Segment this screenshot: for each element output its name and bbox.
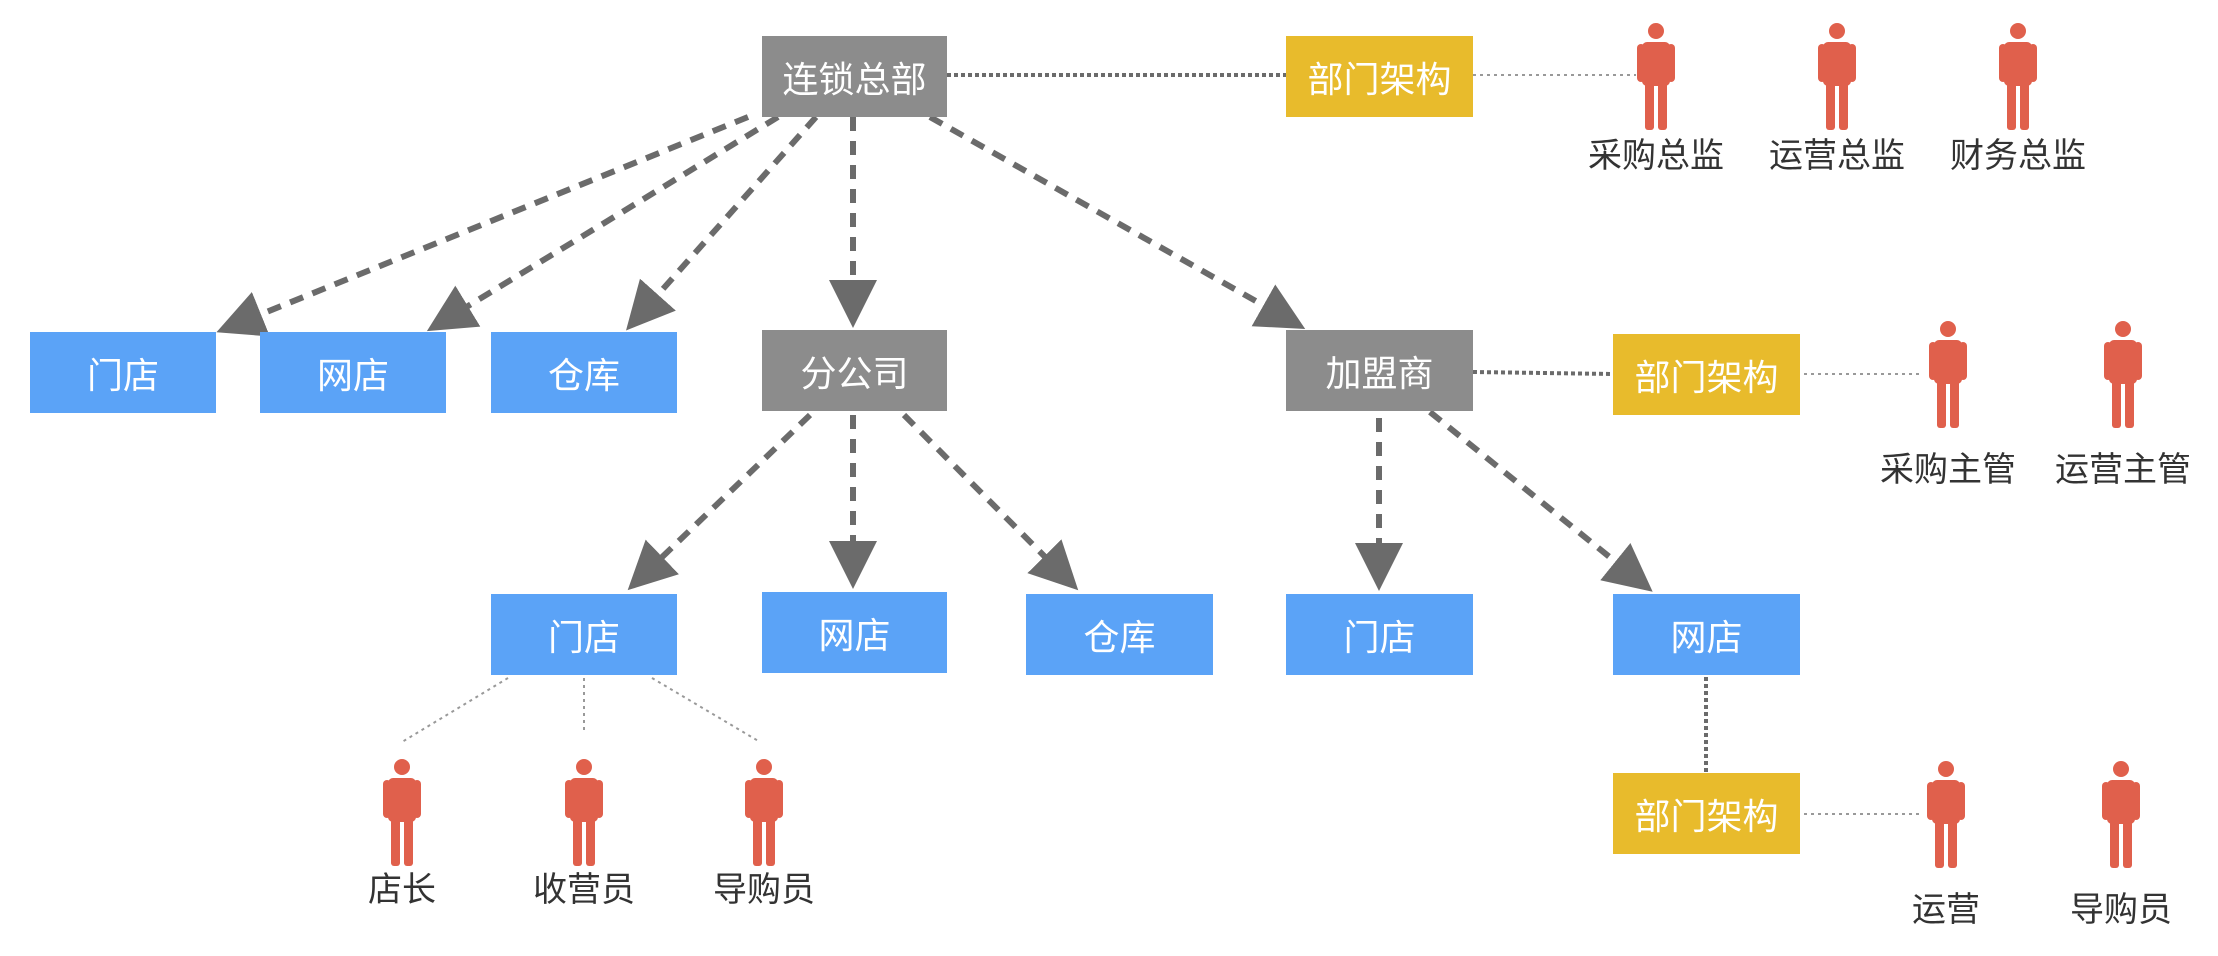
person-label: 财务总监 xyxy=(1950,136,2086,176)
edge-franchise-dept xyxy=(1472,370,1614,376)
person-icon xyxy=(1637,23,1675,130)
hq-online-store-node: 网店 xyxy=(260,332,446,413)
hq-store-node: 门店 xyxy=(30,332,216,413)
person-icon xyxy=(565,759,603,866)
franchise-department-node: 部门架构 xyxy=(1613,334,1800,415)
edge-branch-warehouse xyxy=(901,412,1079,591)
person-label: 运营 xyxy=(1912,890,1980,930)
person-icon xyxy=(745,759,783,866)
person-label: 导购员 xyxy=(713,870,815,910)
edge-hq-franchise xyxy=(928,114,1306,329)
person-icon xyxy=(2104,321,2142,428)
branch-online-store-node: 网店 xyxy=(762,592,947,673)
franchise-store-node: 门店 xyxy=(1286,594,1473,675)
branch-node: 分公司 xyxy=(762,330,947,411)
person-icon xyxy=(2102,761,2140,868)
person-icon xyxy=(1927,761,1965,868)
person-icon xyxy=(1999,23,2037,130)
edge-branch-store xyxy=(627,412,813,591)
edge-franchise-online xyxy=(1428,409,1653,592)
person-label: 采购总监 xyxy=(1588,136,1724,176)
edge-store-guide xyxy=(651,677,761,743)
branch-warehouse-node: 仓库 xyxy=(1026,594,1213,675)
online-department-node: 部门架构 xyxy=(1613,773,1800,854)
branch-store-node: 门店 xyxy=(491,594,677,675)
person-label: 收营员 xyxy=(533,870,635,910)
edge-store-manager xyxy=(401,677,509,743)
hq-node: 连锁总部 xyxy=(762,36,947,117)
person-icon xyxy=(1929,321,1967,428)
franchise-online-store-node: 网店 xyxy=(1613,594,1800,675)
hq-warehouse-node: 仓库 xyxy=(491,332,677,413)
person-icon xyxy=(383,759,421,866)
person-label: 运营主管 xyxy=(2055,450,2191,490)
hq-department-node: 部门架构 xyxy=(1286,36,1473,117)
person-label: 运营总监 xyxy=(1769,136,1905,176)
person-icon xyxy=(1818,23,1856,130)
person-label: 店长 xyxy=(368,870,436,910)
edge-hq-online xyxy=(426,114,780,332)
edge-hq-warehouse xyxy=(626,115,819,331)
franchise-node: 加盟商 xyxy=(1286,330,1473,411)
person-label: 导购员 xyxy=(2070,890,2172,930)
person-label: 采购主管 xyxy=(1880,450,2016,490)
